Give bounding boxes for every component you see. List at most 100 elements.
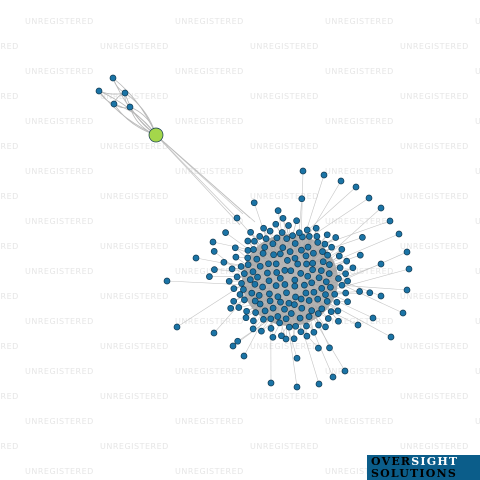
graph-node <box>287 267 295 275</box>
graph-node <box>272 282 280 289</box>
cluster-edge <box>299 281 408 291</box>
graph-node <box>274 207 282 214</box>
graph-node <box>269 304 277 312</box>
graph-node <box>305 233 313 240</box>
graph-node <box>211 266 218 273</box>
graph-node <box>327 283 334 291</box>
graph-node <box>253 255 261 263</box>
graph-node <box>305 313 313 320</box>
graph-node <box>283 289 290 297</box>
nodes-group <box>95 74 413 391</box>
graph-node <box>342 289 350 297</box>
graph-node <box>279 214 287 222</box>
graph-node <box>303 226 311 234</box>
cluster-edge <box>263 228 284 269</box>
graph-node <box>303 260 310 268</box>
graph-node <box>293 383 301 391</box>
graph-node <box>369 314 377 322</box>
graph-node <box>377 204 385 212</box>
graph-node <box>335 317 342 325</box>
graph-node <box>313 233 321 240</box>
graph-node <box>295 229 303 237</box>
graph-node <box>240 286 247 293</box>
graph-node <box>281 267 289 274</box>
graph-node <box>314 295 322 303</box>
graph-node <box>95 87 103 95</box>
hub-to-cluster-edge <box>155 134 241 226</box>
cluster-edge <box>278 285 359 326</box>
hub-to-cluster-edge <box>155 134 256 223</box>
graph-node <box>309 266 316 274</box>
graph-node <box>291 282 299 290</box>
graph-node <box>319 258 327 266</box>
graph-node <box>232 253 240 261</box>
graph-node <box>293 217 300 225</box>
graph-node <box>249 268 257 276</box>
logo-word-over: OVER <box>371 455 412 468</box>
graph-node <box>244 261 252 269</box>
graph-node <box>233 214 241 222</box>
graph-node <box>244 254 252 262</box>
graph-node <box>209 238 217 246</box>
graph-node <box>301 281 308 289</box>
graph-node <box>234 337 242 345</box>
graph-node <box>322 323 329 331</box>
graph-node <box>225 277 233 285</box>
graph-node <box>276 274 284 282</box>
cluster-edge <box>270 186 357 264</box>
graph-node <box>344 277 351 285</box>
graph-node <box>298 195 306 203</box>
graph-node <box>192 254 200 262</box>
graph-node <box>266 290 273 298</box>
graph-node <box>255 292 263 299</box>
graph-node <box>356 251 364 259</box>
graph-node <box>282 315 290 323</box>
graph-node <box>386 217 394 225</box>
graph-node <box>233 273 241 281</box>
graph-node <box>294 260 302 268</box>
edges-group <box>98 77 410 388</box>
graph-node <box>273 269 281 276</box>
graph-node <box>366 289 374 297</box>
graph-node <box>334 307 342 315</box>
graph-node <box>265 260 272 268</box>
cluster-edge <box>308 251 408 296</box>
graph-node <box>336 264 344 272</box>
graph-node <box>267 315 275 323</box>
graph-node <box>297 328 305 336</box>
graph-node <box>278 229 286 236</box>
graph-node <box>341 367 349 375</box>
graph-node <box>365 194 373 202</box>
logo-word-sight: SIGHT <box>411 455 459 468</box>
graph-node <box>310 328 318 336</box>
graph-node <box>266 297 274 305</box>
graph-node <box>163 277 171 285</box>
graph-node <box>292 293 299 301</box>
graph-node <box>267 379 275 387</box>
graph-node <box>276 250 284 258</box>
graph-node <box>291 240 299 247</box>
graph-node <box>228 265 236 273</box>
graph-node <box>291 276 299 284</box>
graph-node <box>329 373 337 381</box>
graph-node <box>248 289 256 297</box>
graph-node <box>314 239 322 246</box>
hub-to-cluster-edge <box>155 134 238 219</box>
graph-node <box>290 335 298 343</box>
graph-node <box>236 291 244 298</box>
cluster-edge <box>271 292 370 297</box>
graph-node <box>274 313 282 320</box>
cluster-edge <box>243 289 283 295</box>
graph-node <box>302 252 310 260</box>
graph-node <box>296 314 304 322</box>
graph-node <box>272 260 280 268</box>
graph-node <box>250 199 258 207</box>
graph-node <box>325 270 333 277</box>
graph-node <box>256 233 264 240</box>
graph-node <box>235 304 243 311</box>
graph-node <box>297 295 305 303</box>
graph-node <box>318 305 326 313</box>
graph-node <box>261 243 269 251</box>
graph-node <box>317 267 325 274</box>
graph-node <box>315 380 323 388</box>
